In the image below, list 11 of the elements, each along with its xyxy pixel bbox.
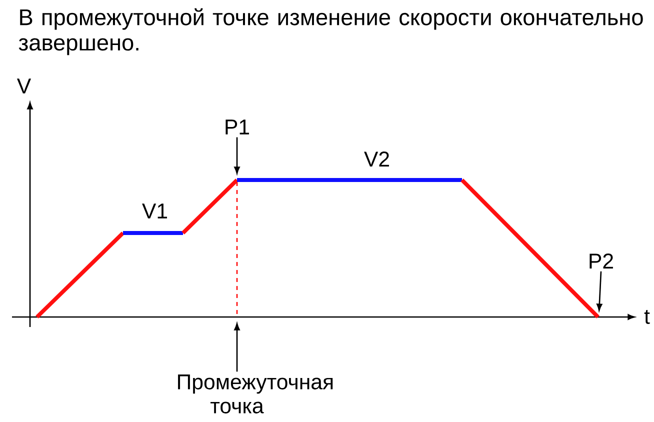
axis-label: t (644, 310, 650, 324)
point-label: P1 (226, 120, 249, 134)
title: В промежуточной точке изменение скорости окончательно завершено. (18, 8, 643, 56)
speed-label: V1 (142, 204, 167, 218)
arrow (596, 271, 602, 311)
speed-label: V2 (364, 152, 389, 166)
point-label: Промежуточная точка (178, 374, 333, 414)
arrow (234, 137, 240, 174)
point-label: P2 (590, 254, 613, 268)
arrow (234, 323, 240, 372)
axis-label: V (16, 78, 32, 94)
